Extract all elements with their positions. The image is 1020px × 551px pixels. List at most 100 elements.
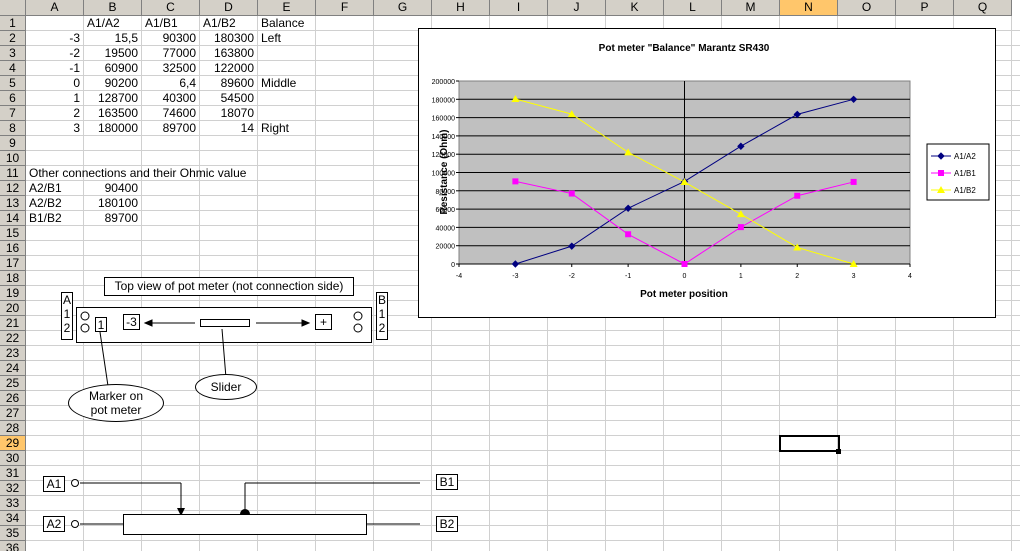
other-connection-value[interactable]: 90400 (104, 181, 138, 195)
cell-e8[interactable]: Right (261, 121, 290, 135)
minus-end-box[interactable]: -3 (123, 314, 140, 330)
a2-label-box[interactable]: A2 (43, 516, 65, 532)
row-header-18[interactable]: 18 (0, 271, 26, 286)
row-header-8[interactable]: 8 (0, 121, 26, 136)
row-header-20[interactable]: 20 (0, 301, 26, 316)
row-header-35[interactable]: 35 (0, 526, 26, 541)
column-header-d[interactable]: D (200, 0, 258, 16)
cell-a2[interactable]: -3 (69, 31, 80, 45)
column-header-l[interactable]: L (664, 0, 722, 16)
row-header-33[interactable]: 33 (0, 496, 26, 511)
column-header-b[interactable]: B (84, 0, 142, 16)
select-all-corner[interactable] (0, 0, 26, 16)
b1-label-box[interactable]: B1 (436, 474, 458, 490)
cell-c2[interactable]: 90300 (162, 31, 196, 45)
slider-callout[interactable]: Slider (195, 374, 257, 400)
header-a1b2[interactable]: A1/B2 (203, 16, 236, 30)
column-header-f[interactable]: F (316, 0, 374, 16)
cell-c3[interactable]: 77000 (162, 46, 196, 60)
other-connection-value[interactable]: 180100 (97, 196, 138, 210)
other-connection-name[interactable]: B1/B2 (29, 211, 62, 225)
cell-b2[interactable]: 15,5 (114, 31, 138, 45)
cell-d3[interactable]: 163800 (213, 46, 254, 60)
column-header-c[interactable]: C (142, 0, 200, 16)
column-header-i[interactable]: I (490, 0, 548, 16)
other-connection-value[interactable]: 89700 (104, 211, 138, 225)
cell-b6[interactable]: 128700 (97, 91, 138, 105)
column-header-m[interactable]: M (722, 0, 780, 16)
row-header-9[interactable]: 9 (0, 136, 26, 151)
right-pin-label-box[interactable]: B 1 2 (376, 292, 388, 340)
row-header-10[interactable]: 10 (0, 151, 26, 166)
plus-end-box[interactable]: + (315, 314, 332, 330)
row-header-12[interactable]: 12 (0, 181, 26, 196)
column-header-k[interactable]: K (606, 0, 664, 16)
cell-a8[interactable]: 3 (73, 121, 80, 135)
cell-a4[interactable]: -1 (69, 61, 80, 75)
fill-handle[interactable] (836, 449, 841, 454)
cell-d8[interactable]: 14 (240, 121, 254, 135)
row-header-2[interactable]: 2 (0, 31, 26, 46)
header-a1a2[interactable]: A1/A2 (87, 16, 120, 30)
header-a1b1[interactable]: A1/B1 (145, 16, 178, 30)
column-header-g[interactable]: G (374, 0, 432, 16)
cell-e5[interactable]: Middle (261, 76, 297, 90)
row-header-13[interactable]: 13 (0, 196, 26, 211)
column-header-q[interactable]: Q (954, 0, 1012, 16)
row-header-32[interactable]: 32 (0, 481, 26, 496)
column-header-e[interactable]: E (258, 0, 316, 16)
cell-e2[interactable]: Left (261, 31, 282, 45)
marker-box[interactable]: 1 (95, 317, 107, 332)
top-view-label-box[interactable]: Top view of pot meter (not connection si… (104, 277, 354, 296)
resistor-body[interactable] (123, 514, 367, 535)
row-header-4[interactable]: 4 (0, 61, 26, 76)
column-header-o[interactable]: O (838, 0, 896, 16)
cell-b3[interactable]: 19500 (104, 46, 138, 60)
row-header-11[interactable]: 11 (0, 166, 26, 181)
column-header-p[interactable]: P (896, 0, 954, 16)
cell-c5[interactable]: 6,4 (179, 76, 196, 90)
row-header-36[interactable]: 36 (0, 541, 26, 551)
cell-b7[interactable]: 163500 (97, 106, 138, 120)
row-header-3[interactable]: 3 (0, 46, 26, 61)
row-header-22[interactable]: 22 (0, 331, 26, 346)
cell-b5[interactable]: 90200 (104, 76, 138, 90)
row-header-17[interactable]: 17 (0, 256, 26, 271)
row-header-23[interactable]: 23 (0, 346, 26, 361)
column-header-j[interactable]: J (548, 0, 606, 16)
row-header-27[interactable]: 27 (0, 406, 26, 421)
row-header-15[interactable]: 15 (0, 226, 26, 241)
row-header-19[interactable]: 19 (0, 286, 26, 301)
cell-d4[interactable]: 122000 (213, 61, 254, 75)
cell-a5[interactable]: 0 (73, 76, 80, 90)
cell-c6[interactable]: 40300 (162, 91, 196, 105)
cell-b4[interactable]: 60900 (104, 61, 138, 75)
header-balance[interactable]: Balance (261, 16, 305, 30)
cell-c8[interactable]: 89700 (162, 121, 196, 135)
column-header-h[interactable]: H (432, 0, 490, 16)
left-pin-label-box[interactable]: A 1 2 (61, 292, 73, 340)
cell-d6[interactable]: 54500 (220, 91, 254, 105)
row-header-26[interactable]: 26 (0, 391, 26, 406)
other-connection-name[interactable]: A2/B1 (29, 181, 62, 195)
row-header-24[interactable]: 24 (0, 361, 26, 376)
row-header-21[interactable]: 21 (0, 316, 26, 331)
row-header-30[interactable]: 30 (0, 451, 26, 466)
row-header-31[interactable]: 31 (0, 466, 26, 481)
cell-d5[interactable]: 89600 (220, 76, 254, 90)
row-header-1[interactable]: 1 (0, 16, 26, 31)
row-header-6[interactable]: 6 (0, 91, 26, 106)
active-cell-selection[interactable] (779, 435, 840, 452)
row-header-34[interactable]: 34 (0, 511, 26, 526)
cell-c7[interactable]: 74600 (162, 106, 196, 120)
row-header-29[interactable]: 29 (0, 436, 26, 451)
cell-c4[interactable]: 32500 (162, 61, 196, 75)
row-header-5[interactable]: 5 (0, 76, 26, 91)
column-header-a[interactable]: A (26, 0, 84, 16)
row-header-16[interactable]: 16 (0, 241, 26, 256)
row-header-14[interactable]: 14 (0, 211, 26, 226)
cell-a3[interactable]: -2 (69, 46, 80, 60)
